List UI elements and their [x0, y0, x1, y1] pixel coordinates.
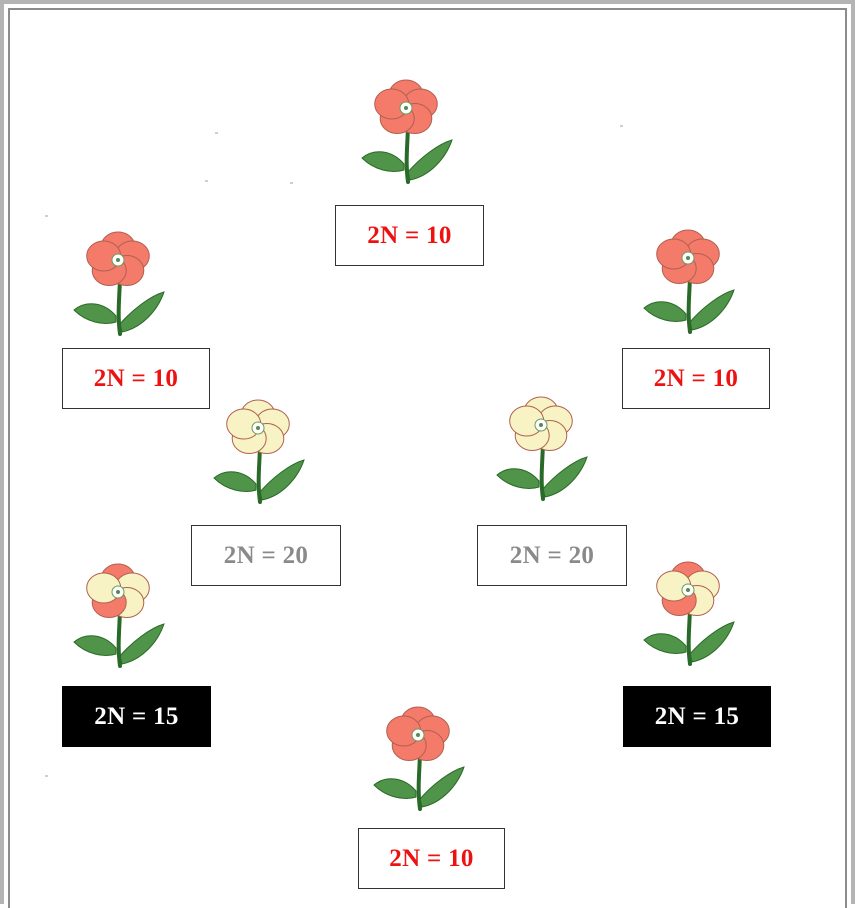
- speck: [45, 215, 48, 217]
- label-right-upper: 2N = 10: [622, 348, 770, 409]
- flower-left-upper: [73, 231, 165, 336]
- speck: [215, 132, 218, 134]
- label-top: 2N = 10: [335, 205, 484, 266]
- speck: [620, 125, 623, 127]
- label-left-upper: 2N = 10: [62, 348, 210, 409]
- flower-left-lower: [73, 563, 165, 668]
- label-center-left: 2N = 20: [191, 525, 341, 586]
- flower-right-upper: [643, 229, 735, 334]
- speck: [45, 775, 48, 777]
- flower-center-left: [213, 399, 305, 504]
- label-center-right: 2N = 20: [477, 525, 627, 586]
- flower-center-right: [496, 396, 588, 501]
- label-right-lower: 2N = 15: [623, 686, 771, 747]
- label-left-lower: 2N = 15: [62, 686, 211, 747]
- flower-top: [361, 79, 453, 184]
- flower-bottom: [373, 706, 465, 811]
- label-bottom: 2N = 10: [358, 828, 505, 889]
- flower-right-lower: [643, 561, 735, 666]
- speck: [290, 182, 293, 184]
- speck: [205, 180, 208, 182]
- diagram-frame-inner: [8, 8, 847, 908]
